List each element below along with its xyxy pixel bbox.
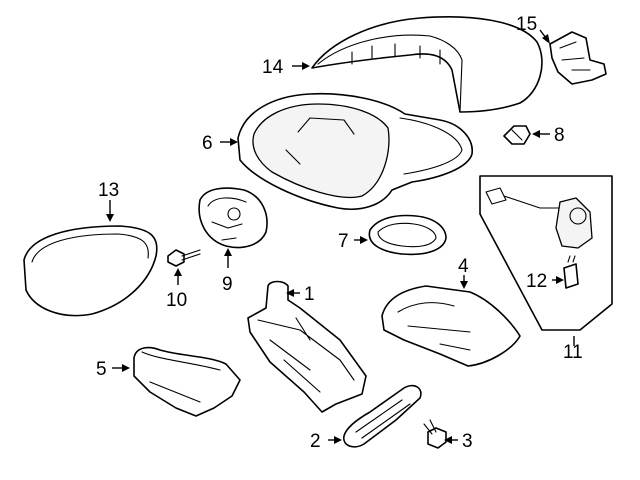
callout-4: 4 bbox=[458, 256, 469, 277]
part-5-base-cover[interactable] bbox=[133, 346, 241, 417]
callout-15: 15 bbox=[516, 14, 537, 35]
callout-10: 10 bbox=[166, 290, 187, 311]
part-7-gasket[interactable] bbox=[368, 214, 447, 256]
part-8-screw[interactable] bbox=[503, 125, 531, 145]
part-15-bracket[interactable] bbox=[549, 31, 607, 85]
callout-9: 9 bbox=[222, 274, 233, 295]
part-2-signal-lamp[interactable] bbox=[343, 384, 422, 448]
part-11-harness-box[interactable] bbox=[479, 175, 613, 331]
callout-labels: 1 2 3 4 5 6 7 8 9 10 11 12 13 14 15 bbox=[96, 14, 583, 452]
part-6-mirror-housing[interactable] bbox=[237, 92, 473, 210]
callout-2: 2 bbox=[310, 431, 321, 452]
callout-11: 11 bbox=[563, 342, 583, 363]
callout-6: 6 bbox=[202, 133, 213, 154]
part-13-mirror-glass[interactable] bbox=[23, 225, 158, 317]
part-4-lower-cover[interactable] bbox=[381, 285, 521, 367]
callout-7: 7 bbox=[338, 231, 349, 252]
part-3-screw[interactable] bbox=[423, 419, 447, 449]
part-1-actuator[interactable] bbox=[247, 280, 367, 413]
callout-8: 8 bbox=[554, 125, 565, 146]
callout-3: 3 bbox=[462, 431, 473, 452]
part-9-mirror-motor[interactable] bbox=[198, 187, 268, 249]
callout-12: 12 bbox=[526, 271, 547, 292]
callout-14: 14 bbox=[262, 57, 284, 78]
callout-5: 5 bbox=[96, 359, 107, 380]
part-14-mirror-cover[interactable] bbox=[311, 16, 543, 113]
callout-13: 13 bbox=[98, 180, 119, 201]
leader-lines bbox=[106, 29, 575, 444]
part-12-bulb[interactable] bbox=[563, 255, 579, 289]
part-10-screw[interactable] bbox=[167, 249, 201, 267]
callout-1: 1 bbox=[304, 284, 315, 305]
